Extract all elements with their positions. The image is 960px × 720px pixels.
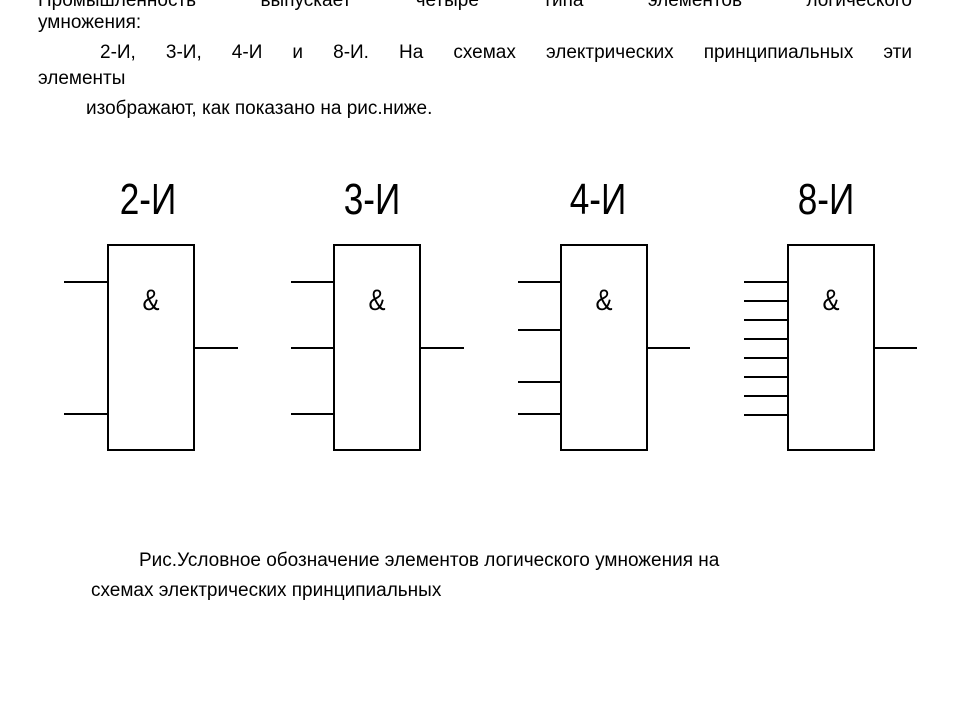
and-symbol: & (368, 284, 386, 317)
gate-label-4and: 4-И (569, 175, 627, 224)
gate-box (787, 244, 875, 451)
gate-label-2and: 2-И (119, 175, 177, 224)
intro-text-line-2: умножения: (38, 12, 142, 33)
gate-label-8and: 8-И (797, 175, 855, 224)
and-symbol: & (822, 284, 840, 317)
gate-box (333, 244, 421, 451)
intro-text-line-1: Промышленность выпускает четыре типа эле… (38, 0, 912, 11)
gate-box (107, 244, 195, 451)
and-symbol: & (595, 284, 613, 317)
gate-2and (64, 244, 238, 451)
figure-caption-line-2: схемах электрических принципиальных (91, 580, 442, 601)
figure-caption-line-1: Рис.Условное обозначение элементов логич… (139, 550, 720, 571)
and-symbol: & (142, 284, 160, 317)
gate-8and (744, 244, 917, 451)
gate-4and (518, 244, 690, 451)
intro-text-line-4: элементы (38, 68, 126, 89)
gate-3and (291, 244, 464, 451)
intro-text-line-5: изображают, как показано на рис.ниже. (86, 98, 433, 119)
gate-label-3and: 3-И (343, 175, 401, 224)
gate-box (560, 244, 648, 451)
intro-text-line-3: 2-И, 3-И, 4-И и 8-И. На схемах электриче… (100, 42, 912, 63)
